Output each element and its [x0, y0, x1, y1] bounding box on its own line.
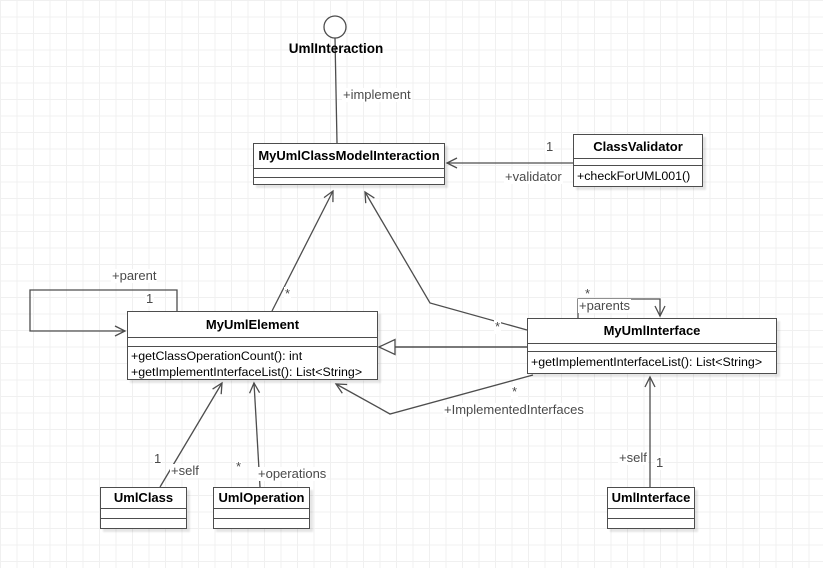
label-validator-multiplicity[interactable]: 1 — [545, 139, 555, 154]
edge-parent-self-loop[interactable] — [29, 289, 178, 337]
class-box-myumlinterface[interactable]: MyUmlInterface +getImplementInterfaceLis… — [527, 318, 777, 374]
methods-compartment — [608, 518, 694, 528]
class-box-myumlclassmodelinteraction[interactable]: MyUmlClassModelInteraction — [253, 143, 445, 185]
class-box-myumlelement[interactable]: MyUmlElement +getClassOperationCount(): … — [127, 311, 378, 380]
attributes-compartment — [574, 158, 702, 165]
label-implemented-interfaces-multiplicity[interactable]: * — [511, 384, 519, 399]
class-title: MyUmlInterface — [603, 323, 701, 338]
methods-compartment: +checkForUML001() — [574, 165, 702, 186]
method-row: +getClassOperationCount(): int — [131, 349, 303, 363]
attributes-compartment — [608, 508, 694, 518]
class-box-umlclass[interactable]: UmlClass — [100, 487, 187, 529]
label-interface-self-role[interactable]: +self — [618, 450, 648, 465]
label-parents-role[interactable]: +parents — [578, 298, 631, 313]
provided-interface-circle[interactable] — [323, 15, 347, 39]
label-interface-model-multiplicity[interactable]: * — [494, 319, 502, 334]
attributes-compartment — [214, 508, 309, 518]
attributes-compartment — [101, 508, 186, 518]
methods-compartment: +getImplementInterfaceList(): List<Strin… — [528, 351, 776, 373]
label-implemented-interfaces-role[interactable]: +ImplementedInterfaces — [443, 402, 585, 417]
lollipop-label[interactable]: UmlInteraction — [288, 41, 384, 56]
class-box-classvalidator[interactable]: ClassValidator +checkForUML001() — [573, 134, 703, 187]
attributes-compartment — [254, 168, 444, 177]
label-operations-multiplicity[interactable]: * — [235, 459, 243, 474]
label-implement[interactable]: +implement — [342, 87, 412, 102]
class-title: MyUmlClassModelInteraction — [258, 148, 440, 163]
attributes-compartment — [528, 343, 776, 351]
edge-interface-to-model[interactable] — [364, 190, 528, 331]
class-title: UmlOperation — [218, 490, 305, 505]
method-row: +checkForUML001() — [577, 169, 691, 183]
attributes-compartment — [128, 337, 377, 346]
label-parent-multiplicity[interactable]: 1 — [145, 291, 155, 306]
method-row: +getImplementInterfaceList(): List<Strin… — [131, 365, 363, 379]
label-parents-multiplicity[interactable]: * — [585, 286, 591, 301]
label-element-model-multiplicity[interactable]: * — [284, 286, 292, 301]
label-class-self-multiplicity[interactable]: 1 — [153, 451, 163, 466]
edge-implemented-interfaces[interactable] — [334, 374, 534, 415]
edge-implement[interactable] — [334, 37, 338, 144]
label-parent-role[interactable]: +parent — [111, 268, 158, 283]
label-validator-role[interactable]: +validator — [504, 169, 563, 184]
class-title: ClassValidator — [593, 139, 683, 154]
class-title: UmlInterface — [611, 490, 691, 505]
method-row: +getImplementInterfaceList(): List<Strin… — [531, 355, 763, 369]
generalization-triangle-icon — [377, 338, 396, 356]
label-operations-role[interactable]: +operations — [257, 466, 328, 481]
label-interface-self-multiplicity[interactable]: 1 — [655, 455, 665, 470]
edge-element-to-model[interactable] — [271, 189, 334, 312]
label-class-self-role[interactable]: +self — [170, 463, 200, 478]
class-title: UmlClass — [113, 490, 174, 505]
methods-compartment — [254, 177, 444, 184]
methods-compartment — [214, 518, 309, 528]
class-box-umloperation[interactable]: UmlOperation — [213, 487, 310, 529]
class-box-umlinterface[interactable]: UmlInterface — [607, 487, 695, 529]
methods-compartment — [101, 518, 186, 528]
methods-compartment: +getClassOperationCount(): int +getImple… — [128, 346, 377, 379]
class-title: MyUmlElement — [205, 317, 300, 332]
